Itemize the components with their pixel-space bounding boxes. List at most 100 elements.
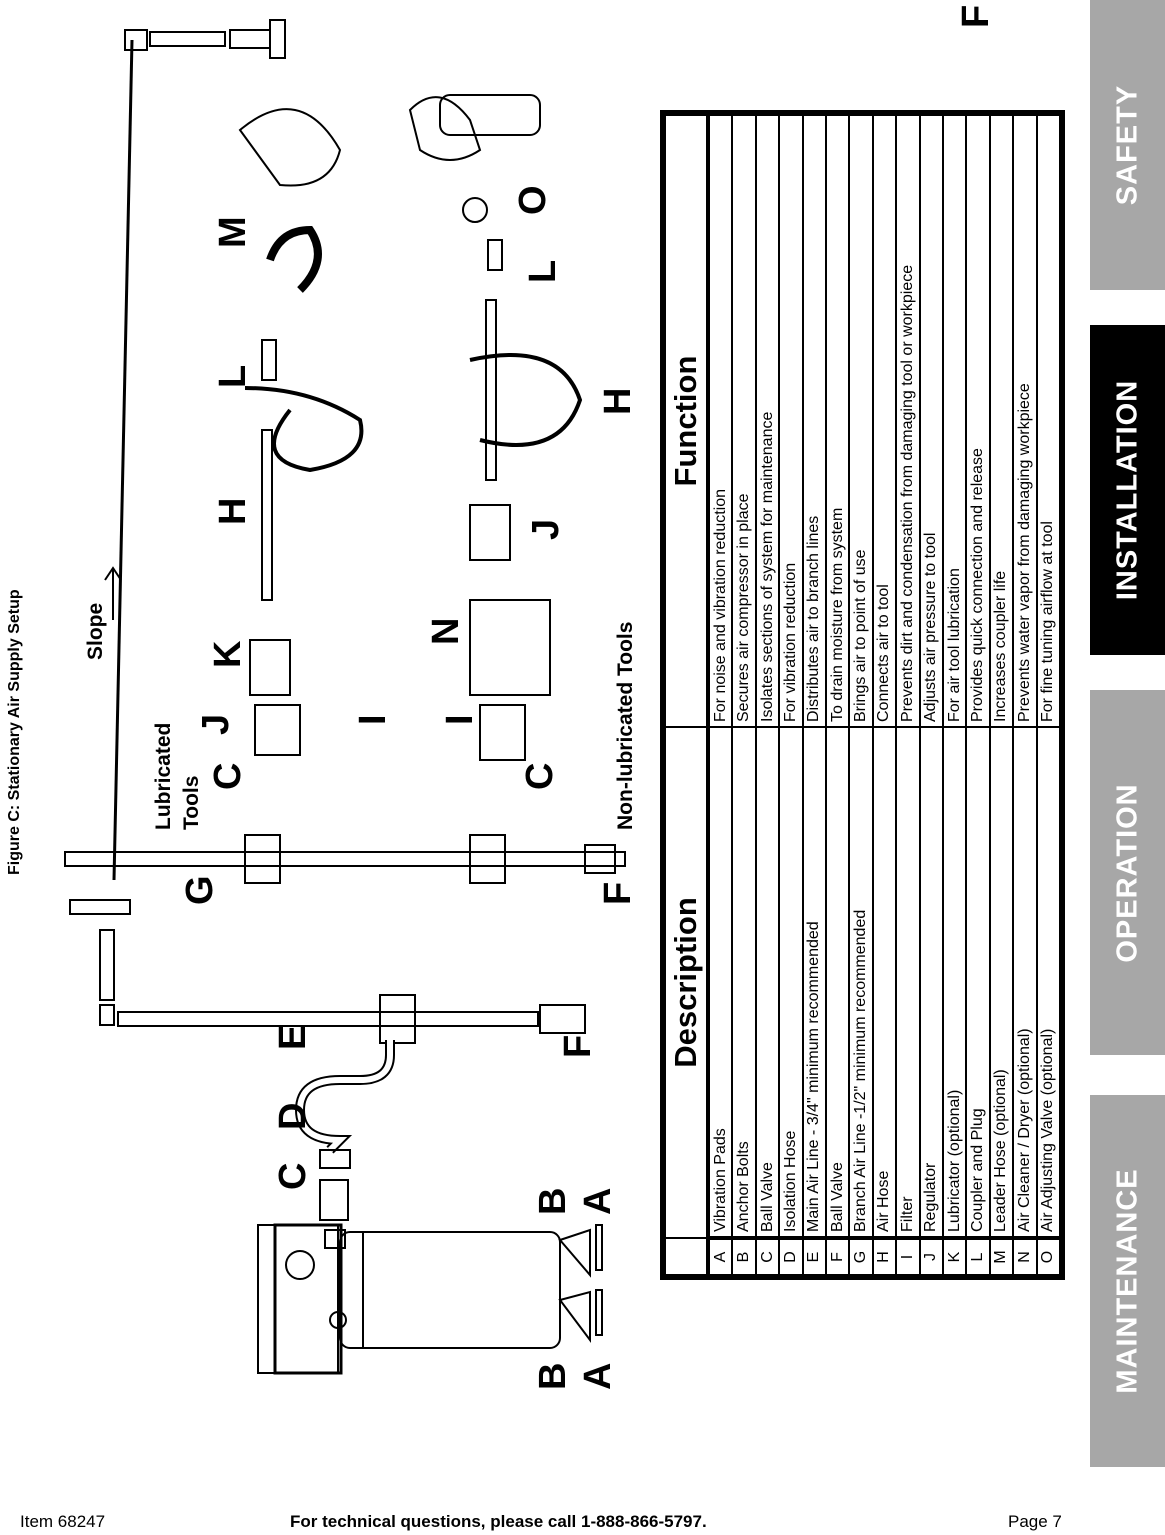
callout-k: K <box>207 640 249 668</box>
tab-operation[interactable]: OPERATION <box>1090 690 1165 1055</box>
main-air-line-e <box>117 994 586 1044</box>
tab-label: SAFETY <box>1111 84 1143 206</box>
lubricated-label: Lubricated <box>152 723 175 830</box>
row-function: Provides quick connection and release <box>966 115 990 727</box>
row-description: Lubricator (optional) <box>942 727 967 1238</box>
callout-m: M <box>212 216 254 248</box>
row-description: Coupler and Plug <box>966 727 990 1238</box>
header-function: Function <box>665 115 708 727</box>
callout-f: F <box>955 5 997 28</box>
row-function: Brings air to point of use <box>849 115 873 727</box>
non-lubricated-tools-branch <box>408 94 583 761</box>
row-description: Vibration Pads <box>708 727 733 1238</box>
diagram-labels: Figure C: Stationary Air Supply Setup Sl… <box>6 5 997 1390</box>
callout-c: C <box>519 763 561 790</box>
row-function: For noise and vibration reduction <box>708 115 733 727</box>
compressor-tank <box>257 1223 603 1375</box>
lubricated-label-2: Tools <box>180 776 203 830</box>
row-description: Filter <box>896 727 920 1238</box>
row-letter: L <box>966 1238 990 1275</box>
row-description: Air Hose <box>872 727 897 1238</box>
row-function: For fine tuning airflow at tool <box>1036 115 1060 727</box>
row-description: Branch Air Line -1/2" minimum recommende… <box>849 727 873 1238</box>
row-letter: A <box>708 1238 733 1275</box>
figure-title: Figure C: Stationary Air Supply Setup <box>6 589 23 875</box>
row-letter: N <box>1013 1238 1037 1275</box>
callout-b: B <box>532 1188 574 1215</box>
tab-label: MAINTENANCE <box>1111 1168 1143 1394</box>
top-outlet-drain-valve <box>149 19 286 59</box>
isolation-hose-d <box>294 1040 395 1249</box>
callout-f: F <box>557 1035 599 1058</box>
footer-phone-note: For technical questions, please call 1-8… <box>290 1512 707 1531</box>
lubricated-tools-branch <box>238 108 364 756</box>
callout-j: J <box>195 714 237 735</box>
callout-i: I <box>439 714 481 725</box>
callout-b: B <box>532 1363 574 1390</box>
callout-h: H <box>597 388 639 415</box>
callout-l: L <box>212 365 254 388</box>
callout-c: C <box>207 763 249 790</box>
tab-installation[interactable]: INSTALLATION <box>1090 325 1165 655</box>
tab-safety[interactable]: SAFETY <box>1090 0 1165 290</box>
row-letter: I <box>896 1238 920 1275</box>
row-function: Distributes air to branch lines <box>802 115 827 727</box>
row-letter: C <box>755 1238 780 1275</box>
footer-item-number: Item 68247 <box>20 1512 106 1531</box>
row-letter: H <box>872 1238 897 1275</box>
callout-n: N <box>425 618 467 645</box>
nonlubricated-label: Non-lubricated Tools <box>614 622 637 830</box>
row-letter: D <box>779 1238 803 1275</box>
row-function: To drain moisture from system <box>826 115 850 727</box>
row-letter: K <box>942 1238 967 1275</box>
row-description: Regulator <box>919 727 943 1238</box>
row-function: Increases coupler life <box>989 115 1014 727</box>
row-letter: B <box>732 1238 756 1275</box>
row-letter: E <box>802 1238 827 1275</box>
callout-l: L <box>522 260 564 283</box>
row-letter: O <box>1036 1238 1060 1275</box>
row-function: Secures air compressor in place <box>732 115 756 727</box>
slope-arrow <box>104 566 122 620</box>
row-function: Isolates sections of system for maintena… <box>755 115 780 727</box>
callout-h: H <box>212 498 254 525</box>
row-description: Ball Valve <box>826 727 850 1238</box>
row-letter: J <box>919 1238 943 1275</box>
header-letter <box>665 1238 708 1275</box>
row-letter: G <box>849 1238 873 1275</box>
row-description: Air Adjusting Valve (optional) <box>1036 727 1060 1238</box>
row-description: Isolation Hose <box>779 727 803 1238</box>
row-description: Leader Hose (optional) <box>989 727 1014 1238</box>
row-description: Ball Valve <box>755 727 780 1238</box>
slope-main-line <box>112 29 148 881</box>
tab-maintenance[interactable]: MAINTENANCE <box>1090 1095 1165 1467</box>
row-function: Prevents dirt and condensation from dama… <box>896 115 920 727</box>
callout-i: I <box>352 714 394 725</box>
callout-f: F <box>597 882 639 905</box>
air-supply-diagram <box>64 19 626 1375</box>
branch-line-g <box>64 834 626 884</box>
tab-label: OPERATION <box>1111 782 1143 963</box>
callout-a: A <box>577 1188 619 1215</box>
callout-g: G <box>179 875 221 905</box>
table-header-row: Description Function <box>665 115 708 1275</box>
row-function: Connects air to tool <box>872 115 897 727</box>
callout-a: A <box>577 1363 619 1390</box>
riser-line <box>69 899 131 1026</box>
row-function: Prevents water vapor from damaging workp… <box>1013 115 1037 727</box>
callout-d: D <box>272 1103 314 1130</box>
row-function: Adjusts air pressure to tool <box>919 115 943 727</box>
